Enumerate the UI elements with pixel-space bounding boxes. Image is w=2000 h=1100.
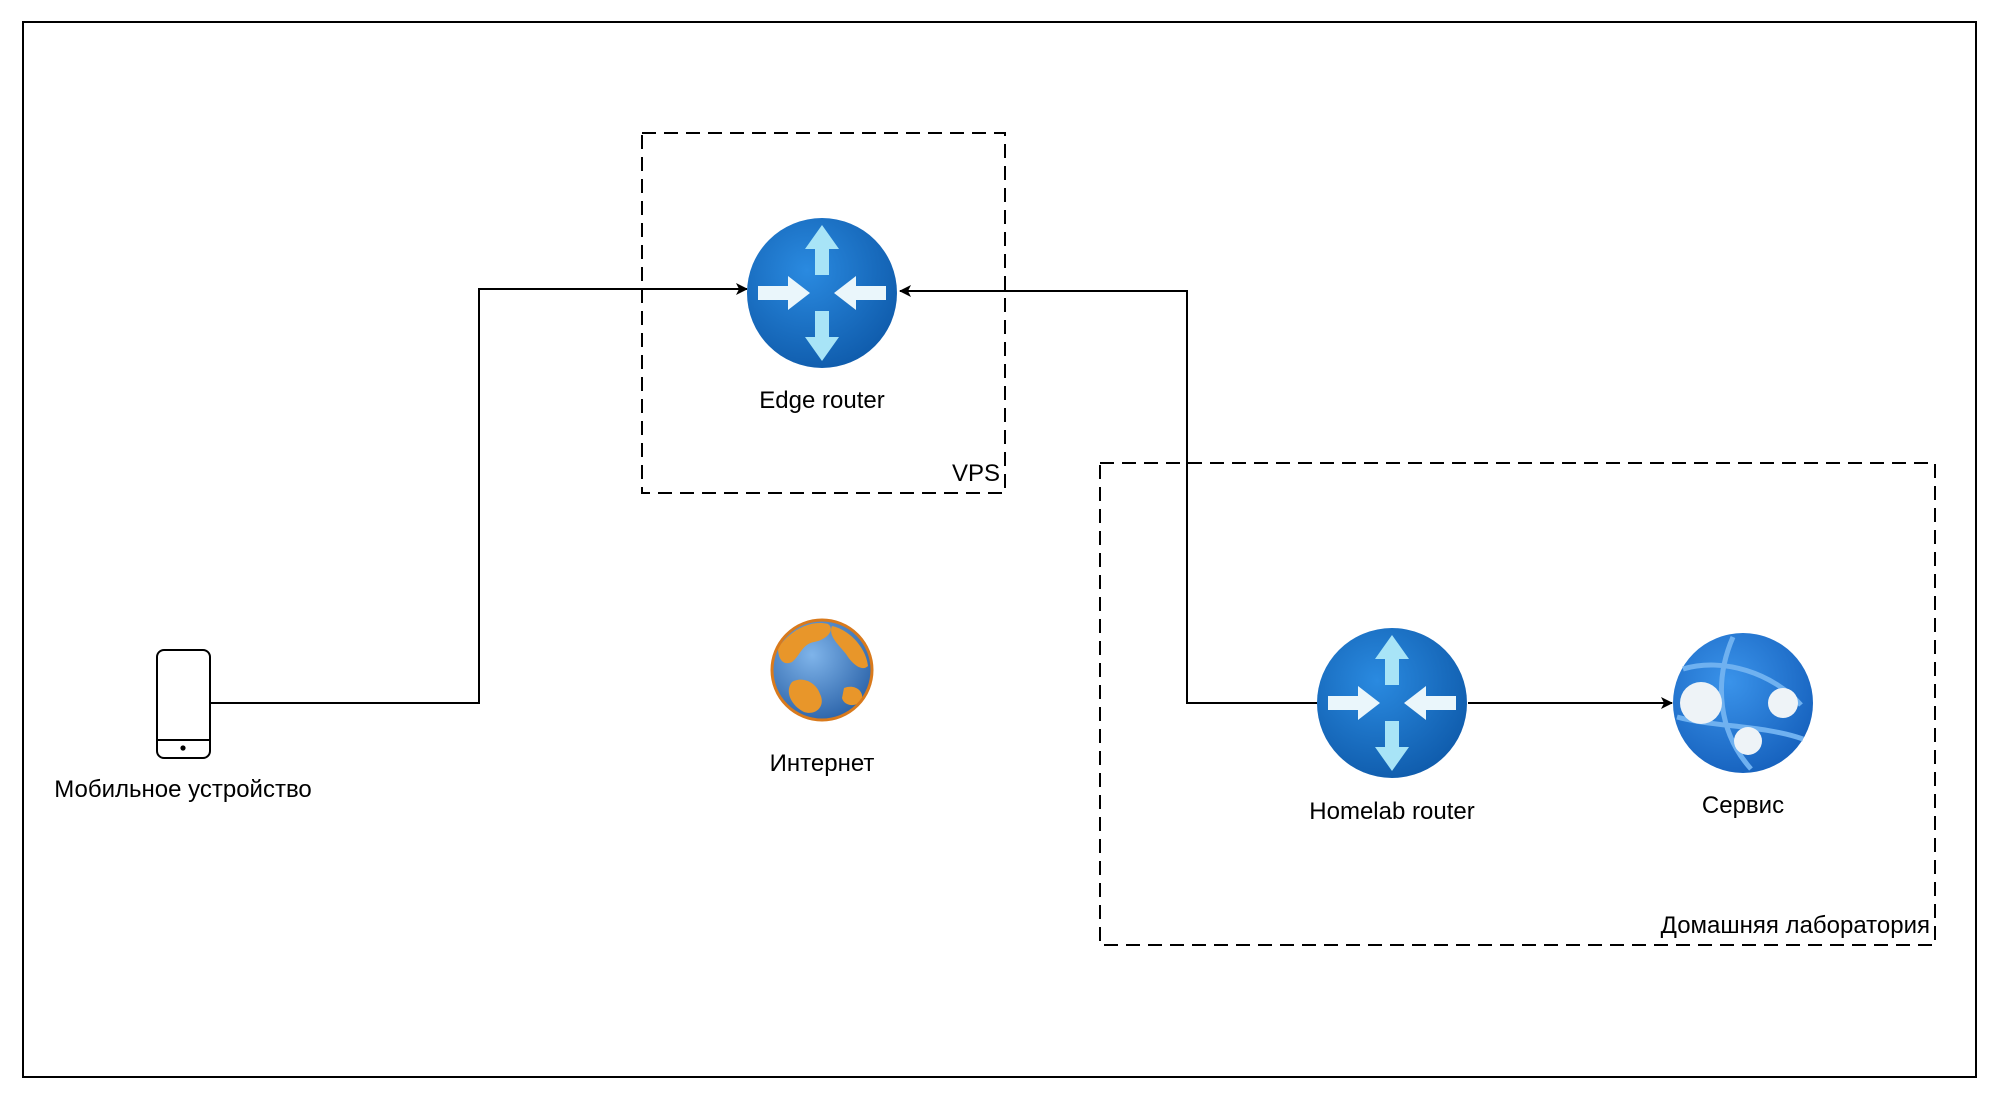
edge-router-icon[interactable]	[747, 218, 897, 368]
mobile-device-label: Мобильное устройство	[54, 776, 312, 803]
diagram-border	[22, 21, 1977, 1078]
homelab-router-icon[interactable]	[1317, 628, 1467, 778]
homelab-router-label: Homelab router	[1309, 798, 1475, 825]
service-label: Сервис	[1701, 792, 1785, 819]
homelab-group-label: Домашняя лаборатория	[1660, 912, 1930, 939]
mobile-phone-icon[interactable]	[156, 649, 211, 759]
homelab-to-edge-connector[interactable]	[899, 285, 1317, 704]
internet-label: Интернет	[769, 750, 875, 777]
vps-group-label: VPS	[951, 460, 1000, 487]
edge-router-label: Edge router	[759, 387, 885, 414]
globe-icon	[770, 618, 874, 722]
vps-group-box	[641, 132, 1006, 494]
mobile-to-edge-connector[interactable]	[211, 283, 748, 704]
web-service-icon[interactable]	[1673, 633, 1813, 773]
